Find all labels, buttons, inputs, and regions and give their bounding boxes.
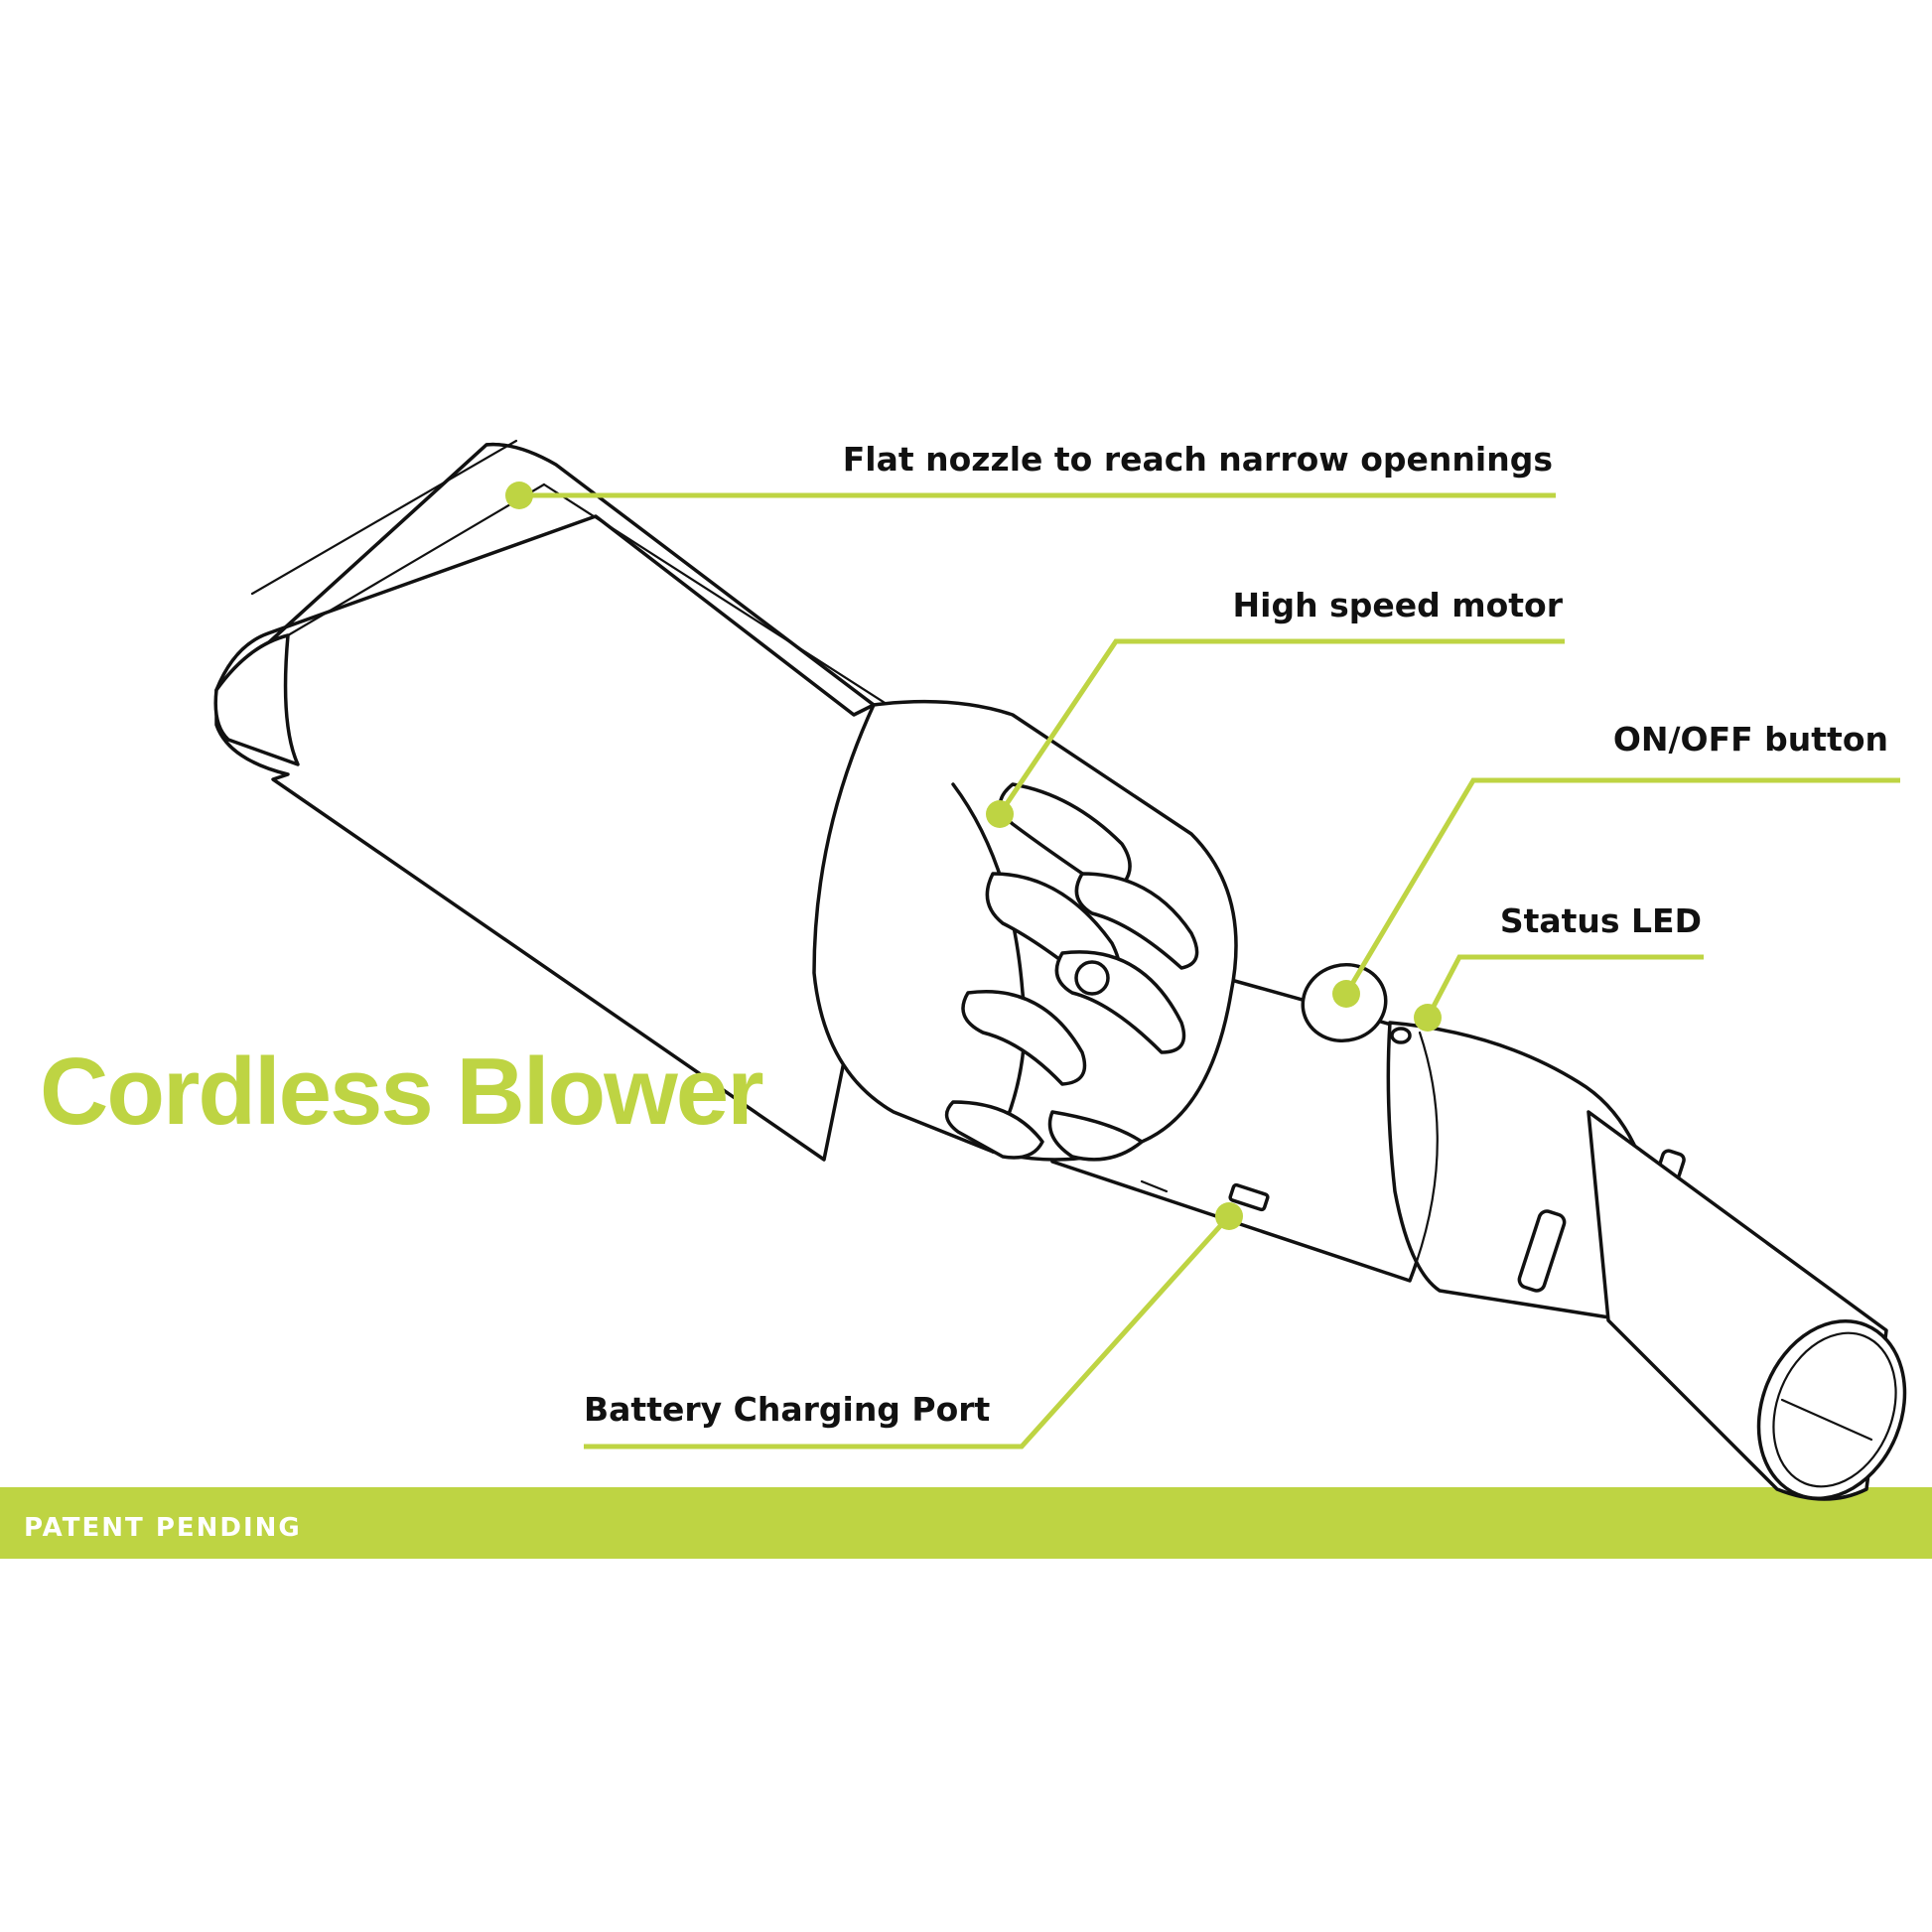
callouts — [519, 492, 1900, 1449]
button-leader-line — [1343, 777, 1900, 996]
callout-dots — [505, 482, 1442, 1230]
port-dot — [1215, 1202, 1243, 1230]
patent-banner-text: PATENT PENDING — [24, 1513, 302, 1543]
fan-hub — [1074, 960, 1110, 996]
motor-label: High speed motor — [1233, 586, 1564, 624]
blower-illustration — [213, 439, 1907, 1501]
button-label: ON/OFF button — [1613, 720, 1888, 759]
button-dot — [1332, 980, 1360, 1008]
nozzle-top-face — [214, 442, 876, 717]
led-dot — [1414, 1004, 1442, 1032]
nozzle-dot — [505, 482, 533, 509]
motor-leader-line — [997, 638, 1565, 816]
patent-banner — [0, 1487, 1932, 1559]
nozzle-label: Flat nozzle to reach narrow opennings — [843, 440, 1553, 479]
port-leader-line — [584, 1214, 1231, 1449]
port-label: Battery Charging Port — [584, 1390, 991, 1429]
status-led-icon — [1390, 1027, 1412, 1044]
charging-port-icon — [1228, 1182, 1270, 1212]
product-title: Cordless Blower — [40, 1038, 762, 1145]
collar-slot — [1517, 1209, 1567, 1293]
motor-dot — [986, 800, 1014, 828]
intake-opening — [1756, 1319, 1907, 1500]
led-leader-line — [1425, 954, 1704, 1020]
led-label: Status LED — [1500, 901, 1702, 940]
